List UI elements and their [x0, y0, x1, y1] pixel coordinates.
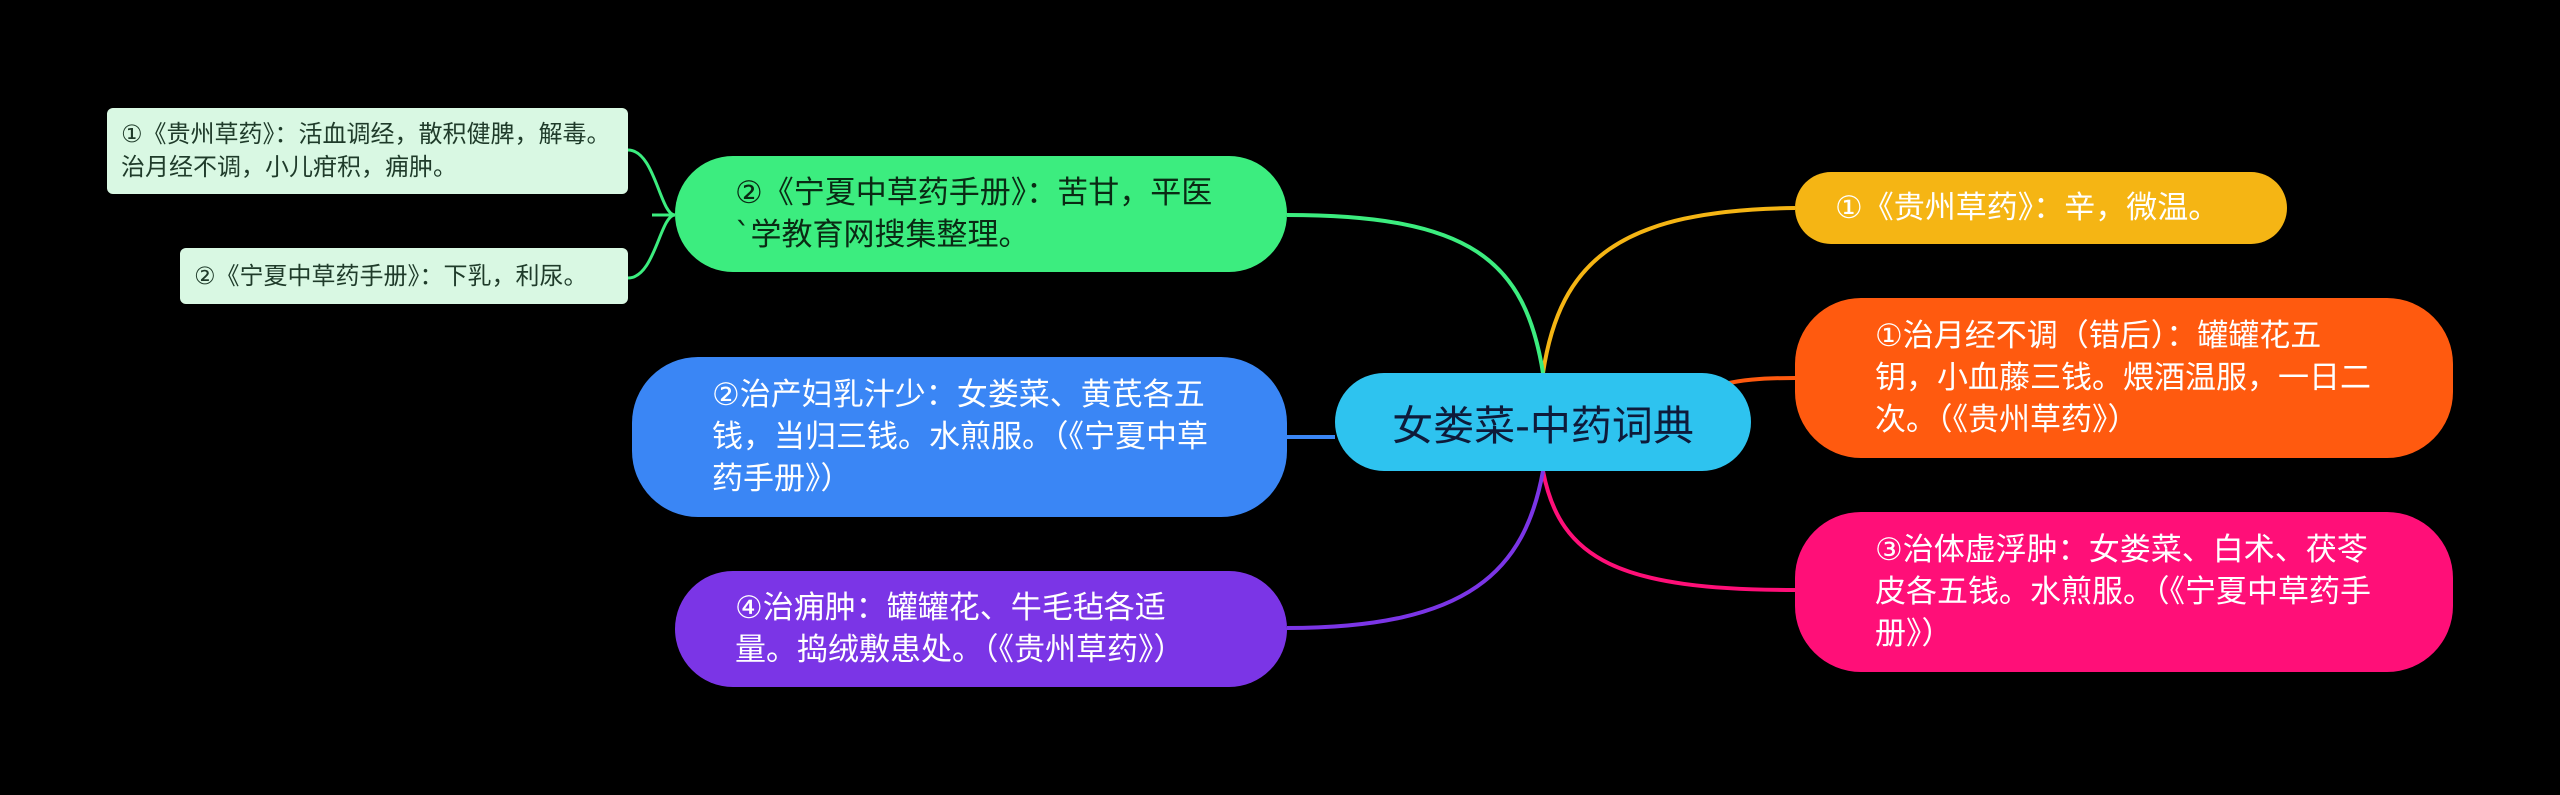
leaf-node-2-text: ②《宁夏中草药手册》：下乳，利尿。: [194, 261, 588, 290]
leaf-node-1[interactable]: ①《贵州草药》：活血调经，散积健脾，解毒。治月经不调，小儿疳积，痈肿。: [107, 108, 628, 194]
right-branch-3[interactable]: ③治体虚浮肿：女娄菜、白术、茯苓皮各五钱。水煎服。（《宁夏中草药手册》）: [1795, 512, 2453, 672]
right-branch-3-text: ③治体虚浮肿：女娄菜、白术、茯苓皮各五钱。水煎服。（《宁夏中草药手册》）: [1875, 532, 2371, 652]
link-center-to-right-1: [1541, 206, 1796, 374]
left-branch-1-text: ②《宁夏中草药手册》：苦甘，平医`学教育网搜集整理。: [735, 175, 1213, 253]
left-branch-2-text: ②治产妇乳汁少：女娄菜、黄芪各五钱，当归三钱。水煎服。（《宁夏中草药手册》）: [712, 377, 1208, 497]
right-branch-1[interactable]: ①《贵州草药》：辛，微温。: [1795, 172, 2287, 244]
central-topic[interactable]: 女娄菜-中药词典: [1335, 373, 1751, 471]
leaf-node-1-text: ①《贵州草药》：活血调经，散积健脾，解毒。治月经不调，小儿疳积，痈肿。: [121, 120, 611, 181]
right-branch-2[interactable]: ①治月经不调（错后）：罐罐花五钥，小血藤三钱。煨酒温服，一日二次。（《贵州草药》…: [1795, 298, 2453, 458]
leaf-node-2[interactable]: ②《宁夏中草药手册》：下乳，利尿。: [180, 248, 628, 304]
left-branch-2[interactable]: ②治产妇乳汁少：女娄菜、黄芪各五钱，当归三钱。水煎服。（《宁夏中草药手册》）: [632, 357, 1287, 517]
link-center-to-left-1: [1286, 213, 1545, 374]
left-branch-1[interactable]: ②《宁夏中草药手册》：苦甘，平医`学教育网搜集整理。: [675, 156, 1287, 272]
right-branch-1-text: ①《贵州草药》：辛，微温。: [1835, 190, 2220, 226]
link-center-to-right-3: [1541, 470, 1796, 592]
left-branch-3-text: ④治痈肿：罐罐花、牛毛毡各适量。捣绒敷患处。（《贵州草药》）: [735, 590, 1185, 668]
link-left-1-to-leaf-1: [627, 148, 676, 217]
link-center-to-left-3: [1286, 470, 1545, 630]
right-branch-2-text: ①治月经不调（错后）：罐罐花五钥，小血藤三钱。煨酒温服，一日二次。（《贵州草药》…: [1875, 318, 2371, 438]
left-branch-3[interactable]: ④治痈肿：罐罐花、牛毛毡各适量。捣绒敷患处。（《贵州草药》）: [675, 571, 1287, 687]
central-topic-label: 女娄菜-中药词典: [1392, 402, 1694, 450]
link-left-1-to-leaf-2: [627, 213, 676, 280]
